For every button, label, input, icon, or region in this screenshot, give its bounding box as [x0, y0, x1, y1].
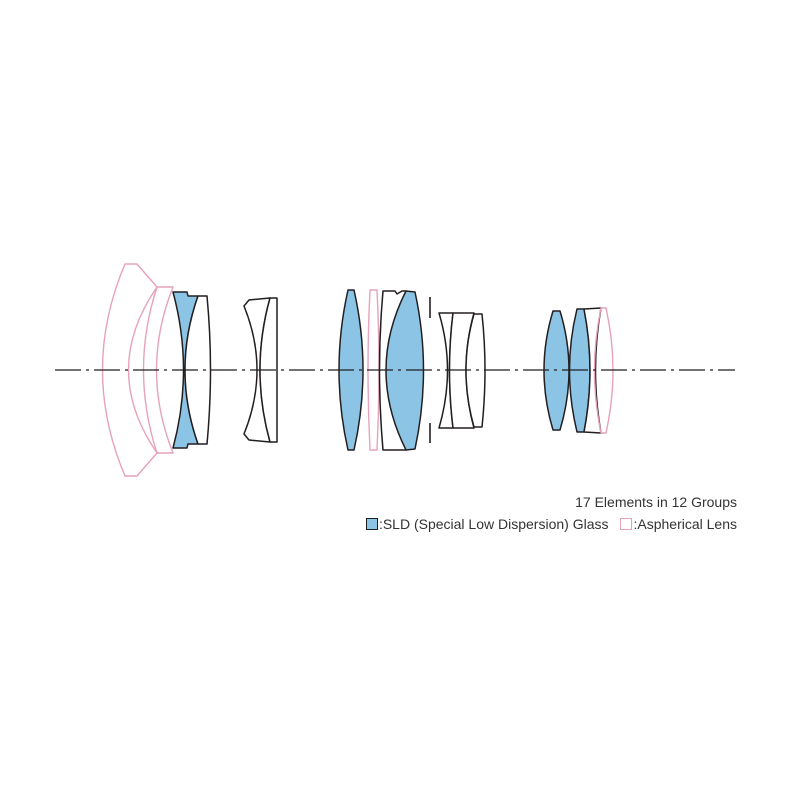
legend: :SLD (Special Low Dispersion) Glass :Asp…: [365, 516, 737, 532]
aspherical-swatch-icon: [620, 518, 633, 530]
sld-swatch-icon: [365, 518, 378, 530]
lens-element-1-aspherical: [101, 263, 158, 477]
legend-sld-label: :SLD (Special Low Dispersion) Glass: [378, 516, 609, 532]
lens-element-10-sld: [385, 290, 425, 451]
legend-aspherical-label: :Aspherical Lens: [633, 516, 737, 532]
lens-element-2-aspherical: [142, 286, 174, 454]
lens-element-8-aspherical: [367, 289, 380, 451]
lens-element-17-aspherical: [593, 307, 614, 434]
lens-element-13: [465, 313, 486, 428]
element-count-caption: 17 Elements in 12 Groups: [575, 494, 737, 510]
